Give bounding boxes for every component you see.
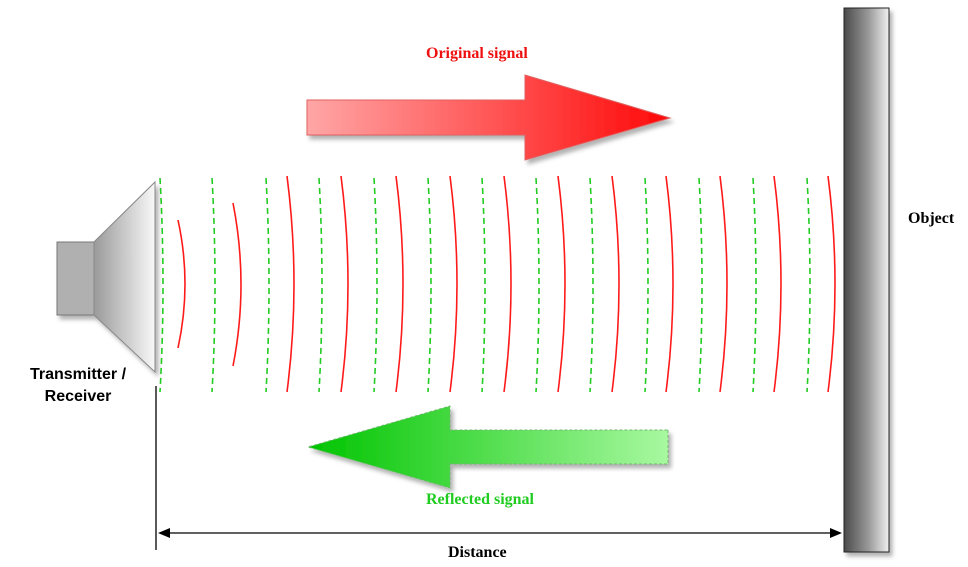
- reflected-signal-arrow: [306, 405, 669, 489]
- original-wavefront: [232, 202, 242, 367]
- original-signal-arrow: [306, 74, 672, 161]
- original-wavefront: [177, 219, 186, 349]
- reflected-wavefront: [535, 177, 540, 393]
- object-label: Object: [908, 210, 955, 227]
- reflected-wavefront: [644, 177, 649, 393]
- reflected-wavefront: [481, 177, 486, 393]
- original-wavefront: [719, 175, 728, 393]
- reflected-wavefront: [589, 177, 594, 393]
- original-wavefront: [665, 175, 674, 393]
- object-wall: [843, 7, 890, 553]
- reflected-wavefront: [752, 177, 757, 393]
- distance-dimension-line: [155, 386, 842, 550]
- reflected-wavefront: [427, 177, 432, 393]
- reflected-wavefront: [318, 177, 323, 393]
- original-wavefront: [286, 175, 295, 393]
- reflected-wavefront: [159, 177, 164, 393]
- reflected-wavefront: [806, 177, 811, 393]
- transmitter-receiver-label: Transmitter / Receiver: [29, 366, 127, 405]
- original-wavefront: [827, 175, 836, 393]
- transmitter-speaker-icon: [56, 180, 156, 374]
- original-signal-label: Original signal: [426, 45, 528, 62]
- original-wavefront: [449, 175, 458, 393]
- sound-waves: [159, 175, 836, 393]
- reflected-wavefront: [373, 177, 378, 393]
- reflected-wavefront: [265, 177, 270, 393]
- original-wavefront: [557, 175, 566, 393]
- original-wavefront: [503, 175, 512, 393]
- reflected-wavefront: [698, 177, 703, 393]
- original-wavefront: [611, 175, 620, 393]
- original-wavefront: [395, 175, 404, 393]
- original-wavefront: [773, 175, 782, 393]
- reflected-wavefront: [211, 177, 216, 393]
- reflected-signal-label: Reflected signal: [426, 491, 534, 508]
- original-wavefront: [340, 175, 349, 393]
- distance-label: Distance: [448, 544, 507, 561]
